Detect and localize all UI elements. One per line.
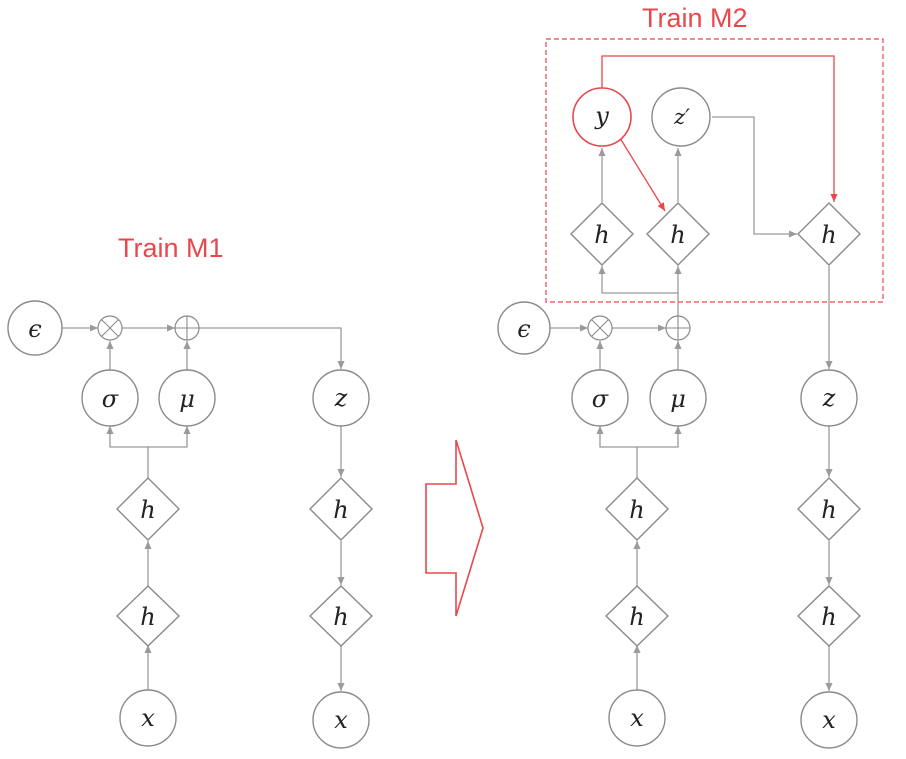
node-x-input-left: x: [119, 689, 177, 747]
m2-region-box: [545, 38, 884, 303]
edge-y-to-decoder-h: [601, 55, 838, 202]
node-sigma-left: σ: [81, 369, 139, 427]
x-symbol: x: [822, 706, 836, 734]
node-epsilon-left: ϵ: [7, 300, 63, 356]
node-h-encoder-bottom-right: h: [604, 585, 670, 647]
h-symbol: h: [140, 496, 155, 524]
h-symbol: h: [140, 603, 155, 631]
add-op-right: [665, 315, 691, 341]
node-x-output-left: x: [312, 691, 370, 749]
train-m2-title: Train M2: [642, 3, 748, 33]
node-h-m2-left: h: [570, 202, 634, 266]
h-symbol: h: [821, 221, 836, 249]
mu-symbol: μ: [179, 385, 195, 413]
node-h-encoder-bottom-left: h: [115, 585, 181, 647]
z-prime-symbol: z′: [673, 105, 690, 129]
edge-zprime-to-decoder-h: [712, 116, 797, 238]
edge-y-to-zprime-h: [619, 137, 666, 212]
node-h-decoder-bottom-right: h: [796, 585, 862, 647]
node-z-prime: z′: [651, 87, 711, 147]
h-symbol: h: [821, 603, 836, 631]
m2-edges: [550, 116, 833, 691]
z-symbol: z: [334, 384, 348, 412]
h-symbol: h: [629, 603, 644, 631]
mult-op-right: [587, 315, 613, 341]
epsilon-symbol: ϵ: [28, 315, 41, 343]
node-mu-right: μ: [649, 369, 707, 427]
h-symbol: h: [333, 496, 348, 524]
transition-arrow: [425, 439, 484, 617]
h-symbol: h: [333, 603, 348, 631]
node-z-left: z: [312, 369, 370, 427]
edge-z1-to-m2-h-left: [598, 266, 679, 316]
node-y: y: [572, 87, 632, 147]
y-symbol: y: [594, 102, 609, 130]
node-h-encoder-top-left: h: [116, 477, 180, 541]
node-h-decoder-top-right: h: [797, 477, 861, 541]
edge-add-to-z: [199, 327, 345, 369]
epsilon-symbol: ϵ: [517, 315, 530, 343]
edge-h2-to-sigma-right: [596, 426, 638, 478]
node-x-input-right: x: [608, 689, 666, 747]
node-epsilon-right: ϵ: [497, 301, 551, 355]
node-h-m2-middle: h: [646, 202, 710, 266]
x-symbol: x: [141, 704, 155, 732]
node-sigma-right: σ: [571, 369, 629, 427]
edge-h2-to-sigma: [106, 426, 149, 478]
node-h-decoder-top-left: h: [309, 477, 373, 541]
h-symbol: h: [821, 496, 836, 524]
node-x-output-right: x: [800, 691, 858, 749]
node-h-decoder-bottom-left: h: [308, 585, 374, 647]
m1-edges: [62, 324, 345, 691]
node-z-right: z: [800, 369, 858, 427]
edge-h2-to-mu-right: [637, 426, 682, 448]
x-symbol: x: [630, 704, 644, 732]
mu-symbol: μ: [670, 385, 686, 413]
node-h-m2-decoder: h: [797, 202, 861, 266]
mult-op-left: [97, 315, 123, 341]
train-m1-title: Train M1: [118, 233, 224, 263]
sigma-symbol: σ: [592, 385, 609, 413]
x-symbol: x: [334, 706, 348, 734]
m2-red-edges: [601, 55, 838, 212]
add-op-left: [174, 315, 200, 341]
z-symbol: z: [822, 384, 836, 412]
edge-h2-to-mu: [148, 426, 191, 448]
h-symbol: h: [670, 221, 685, 249]
sigma-symbol: σ: [102, 385, 119, 413]
h-symbol: h: [594, 221, 609, 249]
node-mu-left: μ: [158, 369, 216, 427]
node-h-encoder-top-right: h: [605, 477, 669, 541]
h-symbol: h: [629, 496, 644, 524]
